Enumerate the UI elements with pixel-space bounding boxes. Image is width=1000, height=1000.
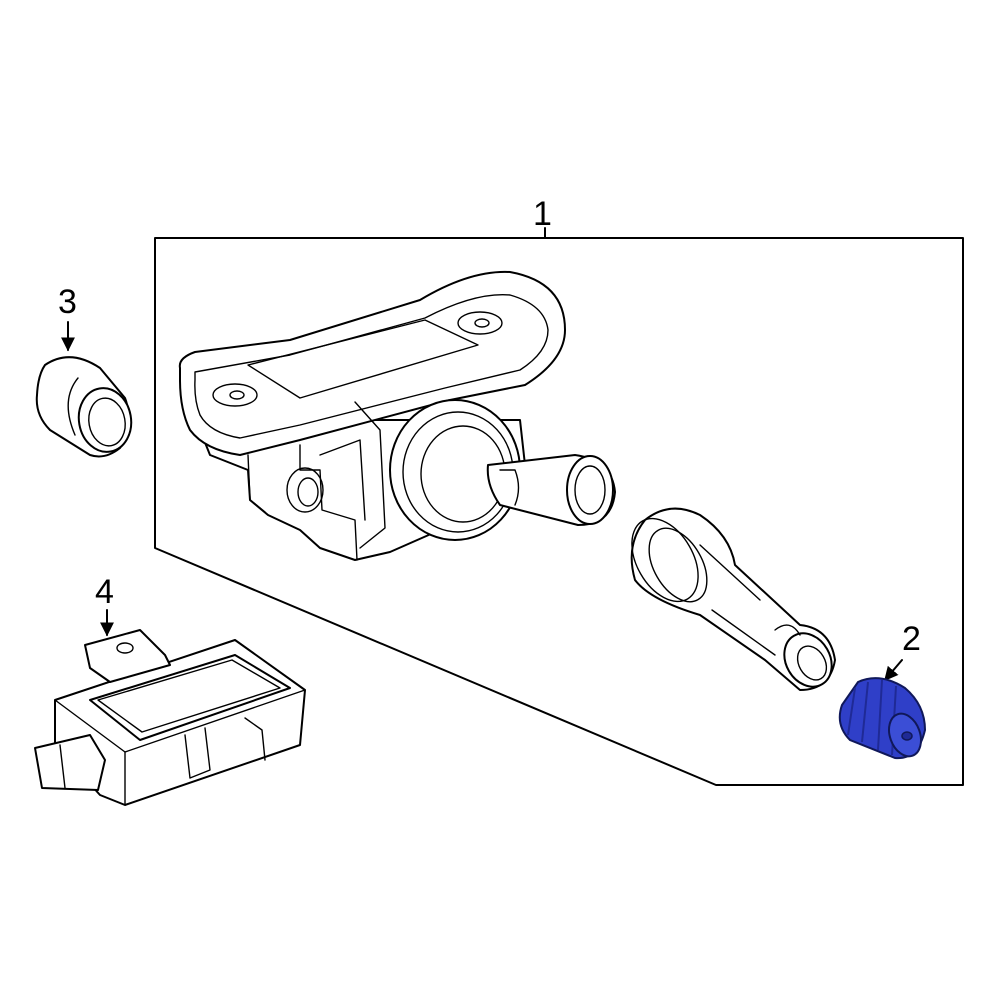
callout-4-label: 4 bbox=[95, 573, 114, 611]
callout-2-arrow bbox=[884, 659, 903, 682]
valve-stem-icon[interactable] bbox=[618, 507, 841, 695]
callout-4[interactable]: 4 bbox=[95, 573, 114, 611]
control-module-icon[interactable] bbox=[34, 629, 306, 806]
callout-1[interactable]: 1 bbox=[533, 195, 552, 233]
callout-1-label: 1 bbox=[533, 195, 552, 233]
sensor-cap-icon[interactable] bbox=[35, 356, 136, 458]
tpms-sensor-assembly-icon[interactable] bbox=[178, 270, 616, 561]
callout-3-label: 3 bbox=[58, 283, 77, 321]
callout-2[interactable]: 2 bbox=[902, 620, 921, 658]
valve-cap-icon[interactable] bbox=[838, 677, 927, 761]
callout-2-label: 2 bbox=[902, 620, 921, 658]
assembly-group-outline bbox=[154, 237, 964, 786]
callout-3[interactable]: 3 bbox=[58, 283, 77, 321]
